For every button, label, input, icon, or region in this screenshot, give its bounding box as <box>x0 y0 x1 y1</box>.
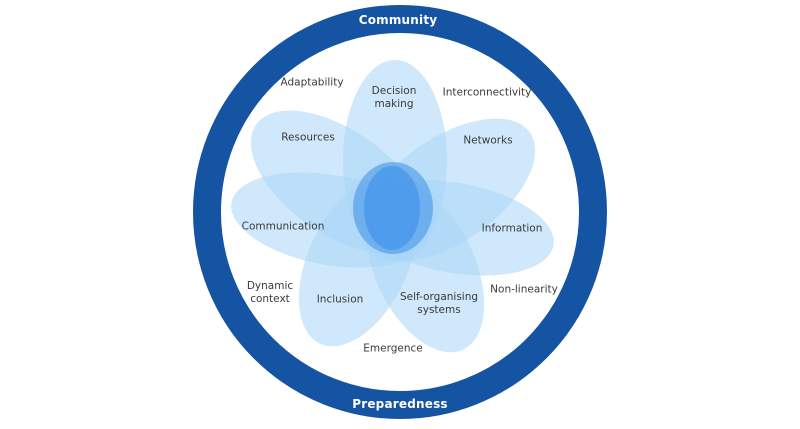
concept-dynamic-context: Dynamic context <box>247 280 293 306</box>
concept-adaptability: Adaptability <box>280 76 344 89</box>
petal-label-self-organising: Self-organising systems <box>400 291 478 317</box>
petal-label-communication: Communication <box>241 220 325 233</box>
petals-group <box>231 60 554 353</box>
petal-label-decision-making: Decision making <box>372 85 417 111</box>
concept-non-linearity: Non-linearity <box>490 283 558 296</box>
petal-label-networks: Networks <box>463 134 513 147</box>
concept-line: Dynamic <box>246 280 294 292</box>
petal-label-line: Self-organising <box>399 291 479 303</box>
ring-top-label: Community <box>358 13 438 27</box>
concept-line: context <box>250 293 290 305</box>
petal-label-line: Decision <box>371 85 417 97</box>
petal-label-resources: Resources <box>281 131 335 144</box>
petal-label-line: systems <box>417 304 461 316</box>
petal-label-inclusion: Inclusion <box>316 293 364 306</box>
ring-bottom-label: Preparedness <box>352 397 448 411</box>
concept-interconnectivity: Interconnectivity <box>442 86 532 99</box>
petal-core-inner <box>364 166 420 250</box>
outer-ring <box>193 5 607 419</box>
petal-label-information: Information <box>481 222 543 235</box>
concept-emergence: Emergence <box>363 342 423 355</box>
petal-label-line: making <box>374 98 414 110</box>
